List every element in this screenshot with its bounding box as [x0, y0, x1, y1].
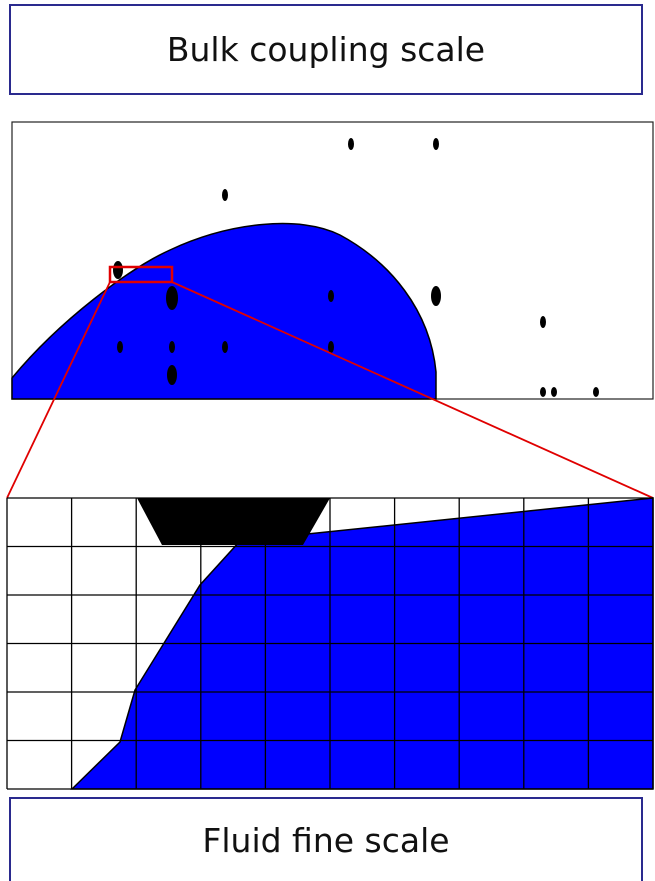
bulk-droplet — [11, 222, 437, 400]
particle — [113, 261, 123, 279]
bulk-panel — [11, 121, 654, 400]
particle — [328, 341, 334, 353]
particle — [166, 286, 178, 310]
particle — [167, 365, 177, 385]
fine-panel — [6, 497, 654, 790]
fine-scale-label-box: Fluid fine scale — [9, 797, 643, 881]
bulk-scale-label-box: Bulk coupling scale — [9, 4, 643, 95]
particle — [169, 341, 175, 353]
bulk-particles — [113, 138, 599, 397]
particle — [540, 387, 546, 397]
particle — [222, 189, 228, 201]
zoom-line-left — [6, 281, 111, 499]
particle — [593, 387, 599, 397]
particle — [348, 138, 354, 150]
fine-scale-label: Fluid fine scale — [202, 820, 450, 860]
zoom-line-right — [171, 281, 654, 499]
particle — [551, 387, 557, 397]
particle — [433, 138, 439, 150]
bulk-scale-label: Bulk coupling scale — [166, 30, 486, 69]
zoom-region-box — [108, 265, 174, 284]
fine-grid — [6, 497, 654, 790]
zoom-connectors — [6, 281, 654, 499]
particle — [222, 341, 228, 353]
particle — [328, 290, 334, 302]
particle — [117, 341, 123, 353]
particle — [540, 316, 546, 328]
fine-particle — [137, 498, 330, 545]
particle — [431, 286, 441, 306]
